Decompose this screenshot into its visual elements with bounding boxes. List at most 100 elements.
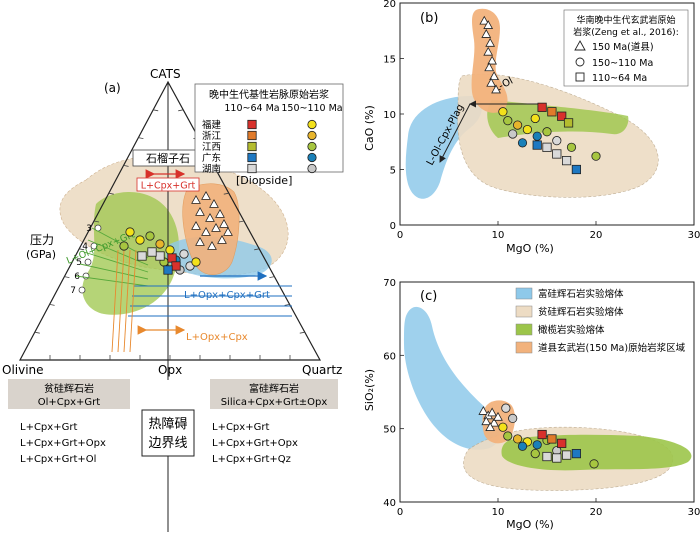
legend-b: 华南晚中生代玄武岩原始 岩浆(Zeng et al., 2016): 150 M… bbox=[563, 9, 689, 87]
pressure-tick-label: 3 bbox=[86, 224, 92, 234]
circle-point-b bbox=[512, 120, 523, 130]
circle-point-b bbox=[566, 142, 577, 152]
circle-point-c bbox=[589, 459, 599, 469]
c-xtick: 0 bbox=[397, 507, 403, 518]
legend-a-row-name: 江西 bbox=[202, 142, 221, 153]
c-ytick: 70 bbox=[383, 278, 396, 289]
legend-a-circle-marker bbox=[307, 152, 317, 163]
triangle-point bbox=[191, 194, 201, 204]
left-assemblage-1: L+Cpx+Grt bbox=[20, 422, 77, 433]
square-point bbox=[137, 251, 147, 261]
thermal-divide-box bbox=[141, 409, 195, 457]
legend-a-square-marker bbox=[247, 163, 257, 174]
legend-b-title-2: 岩浆(Zeng et al., 2016): bbox=[573, 26, 678, 38]
legend-a: 晚中生代基性岩脉原始岩浆 110~64 Ma 150~110 Ma 福建浙江江西… bbox=[194, 83, 344, 175]
thermal-divide-line1: 热障碍 bbox=[148, 417, 187, 432]
triangle-point-c bbox=[481, 416, 492, 426]
field-c-silica-rich bbox=[404, 306, 500, 450]
pressure-tick-label: 4 bbox=[82, 242, 88, 252]
thermal-divide-line2: 边界线 bbox=[148, 436, 187, 451]
circle-point-c bbox=[532, 440, 542, 450]
square-point-c bbox=[547, 434, 557, 444]
c-ytick: 50 bbox=[383, 425, 396, 436]
triangle-point-b bbox=[483, 20, 494, 29]
circle-point bbox=[179, 249, 189, 259]
reaction-opx: L+Opx+Cpx+Grt bbox=[184, 290, 270, 301]
apex-cats: CATS bbox=[150, 67, 181, 81]
square-point-c bbox=[557, 438, 567, 448]
legend-b-circle-icon bbox=[575, 57, 585, 67]
circle-point-b bbox=[517, 138, 528, 148]
triangle-point bbox=[217, 234, 227, 244]
triangle-point-b bbox=[486, 77, 497, 87]
legend-a-square-marker bbox=[247, 152, 257, 163]
triangle-point bbox=[191, 220, 201, 230]
box-silica-poor-title: 贫硅辉石岩 bbox=[44, 382, 94, 395]
c-xtick: 20 bbox=[590, 507, 603, 518]
circle-point bbox=[165, 245, 175, 255]
legend-c-label: 橄榄岩实验熔体 bbox=[538, 324, 605, 336]
pressure-tick-label: 6 bbox=[74, 272, 80, 282]
legend-a-col2: 150~110 Ma bbox=[281, 103, 342, 114]
square-point bbox=[171, 261, 181, 271]
trend-olcpxplag-arrow bbox=[439, 103, 471, 163]
legend-a-title: 晚中生代基性岩脉原始岩浆 bbox=[209, 88, 329, 101]
circle-point-c bbox=[501, 403, 511, 413]
circle-point-c bbox=[530, 448, 540, 459]
circle-point-b bbox=[522, 124, 533, 135]
b-ytick: 0 bbox=[390, 221, 396, 232]
square-point-b bbox=[552, 149, 562, 159]
legend-a-square-marker bbox=[247, 141, 257, 152]
legend-c-swatch bbox=[515, 341, 533, 354]
triangle-point bbox=[201, 190, 211, 200]
square-point-b bbox=[532, 140, 542, 150]
circle-point bbox=[145, 231, 155, 241]
circle-point-b bbox=[542, 127, 552, 137]
circle-point bbox=[125, 227, 135, 237]
b-ytick: 20 bbox=[383, 0, 396, 10]
garnet-reaction: L+Cpx+Grt bbox=[141, 181, 196, 192]
b-xtick: 30 bbox=[688, 230, 700, 241]
legend-b-square-icon bbox=[575, 72, 585, 82]
c-ytick: 40 bbox=[383, 498, 396, 509]
c-xtick: 30 bbox=[688, 507, 700, 518]
legend-a-row-name: 浙江 bbox=[202, 130, 222, 142]
pressure-tick-marker bbox=[90, 242, 98, 250]
panel-a-label: (a) bbox=[104, 81, 121, 95]
legend-b-item-3: 110~64 Ma bbox=[592, 73, 647, 84]
field-daoxian-150ma bbox=[182, 183, 240, 275]
square-point bbox=[147, 247, 157, 257]
circle-point bbox=[119, 241, 129, 251]
triangle-point-c bbox=[487, 407, 497, 417]
square-point bbox=[163, 265, 173, 275]
triangle-point bbox=[215, 208, 225, 218]
circle-point-b bbox=[498, 107, 508, 117]
legend-b-item-1: 150 Ma(道县) bbox=[592, 41, 654, 53]
legend-b-title-1: 华南晚中生代玄武岩原始 bbox=[576, 14, 675, 26]
box-silica-rich-title: 富硅辉石岩 bbox=[249, 382, 299, 395]
box-silica-rich-sub: Silica+Cpx+Grt±Opx bbox=[221, 397, 328, 408]
pressure-tick-label: 7 bbox=[70, 286, 76, 296]
right-assemblage-1: L+Cpx+Grt bbox=[212, 422, 269, 433]
circle-point-b bbox=[503, 116, 513, 126]
square-point-c bbox=[571, 448, 582, 459]
c-xtick: 10 bbox=[492, 507, 505, 518]
legend-a-col1: 110~64 Ma bbox=[224, 103, 279, 114]
circle-point-c bbox=[503, 431, 513, 441]
legend-c-label: 贫硅辉石岩实验熔体 bbox=[538, 306, 624, 318]
b-xtick: 0 bbox=[397, 230, 403, 241]
square-point-b bbox=[557, 111, 567, 121]
apex-olivine: Olivine bbox=[2, 363, 44, 377]
square-point-b bbox=[542, 142, 552, 152]
data-points-a bbox=[119, 190, 233, 275]
square-point-b bbox=[562, 156, 572, 166]
circle-point-b bbox=[552, 136, 562, 146]
c-ytick: 60 bbox=[383, 351, 396, 362]
pressure-unit: (GPa) bbox=[26, 248, 56, 261]
triangle-point-b bbox=[479, 15, 490, 25]
